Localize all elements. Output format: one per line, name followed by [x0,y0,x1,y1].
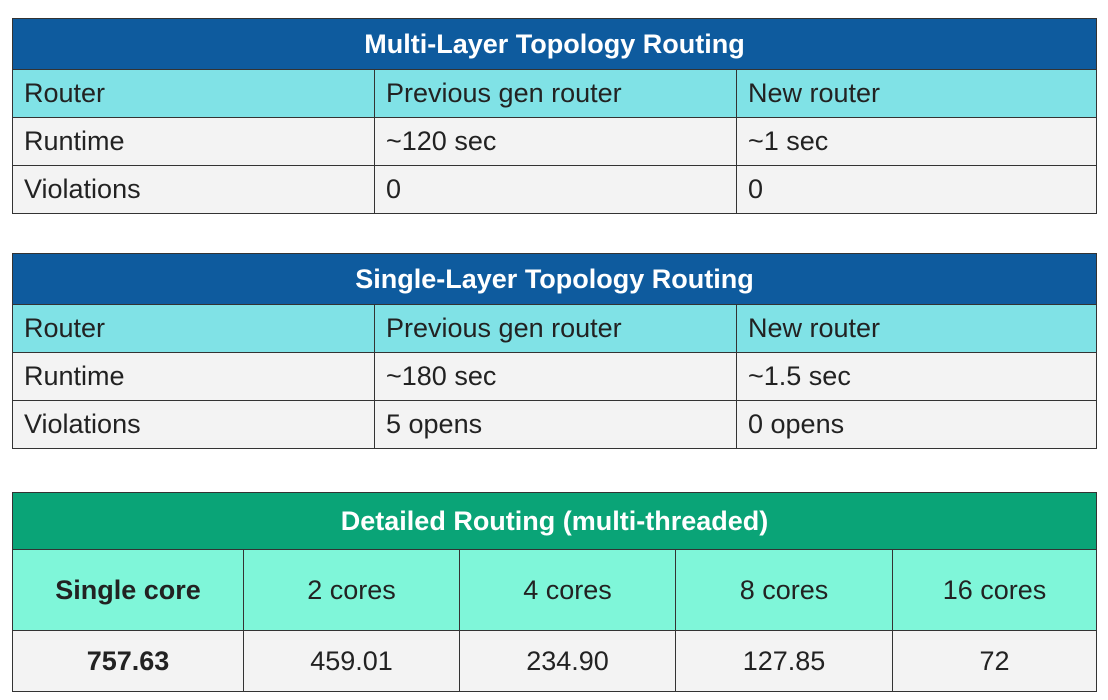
detailed-routing-table: Detailed Routing (multi-threaded) Single… [11,492,1098,692]
table-header-row: Router Previous gen router New router [12,69,1098,118]
row-label: Violations [12,165,375,214]
row-label: Violations [12,400,375,449]
table-row: Runtime ~120 sec ~1 sec [12,117,1098,166]
table-row: Violations 0 0 [12,165,1098,214]
table-cell: ~120 sec [374,117,737,166]
table-title: Multi-Layer Topology Routing [11,18,1098,70]
header-cell: Router [12,304,375,353]
row-label: Runtime [12,117,375,166]
table-cell: 234.90 [459,630,676,692]
header-cell: 2 cores [243,549,460,631]
table-cell: 0 [735,165,1098,214]
row-label: Runtime [12,352,375,401]
table-row: 757.63 459.01 234.90 127.85 72 [12,630,1098,692]
header-cell: Previous gen router [374,304,737,353]
header-cell: Single core [12,549,244,631]
table-cell: ~1.5 sec [735,352,1098,401]
table-cell: 757.63 [12,630,244,692]
table-cell: 459.01 [243,630,460,692]
header-cell: 16 cores [891,549,1098,631]
table-cell: 72 [891,630,1098,692]
table-title: Detailed Routing (multi-threaded) [11,492,1098,550]
table-cell: ~1 sec [735,117,1098,166]
header-cell: New router [735,69,1098,118]
table-header-row: Single core 2 cores 4 cores 8 cores 16 c… [12,549,1098,631]
header-cell: Router [12,69,375,118]
table-cell: 127.85 [675,630,893,692]
table-row: Violations 5 opens 0 opens [12,400,1098,449]
table-cell: 0 [374,165,737,214]
table-header-row: Router Previous gen router New router [12,304,1098,353]
table-cell: 5 opens [374,400,737,449]
table-title: Single-Layer Topology Routing [11,253,1098,305]
header-cell: 4 cores [459,549,676,631]
table-row: Runtime ~180 sec ~1.5 sec [12,352,1098,401]
header-cell: Previous gen router [374,69,737,118]
table-cell: ~180 sec [374,352,737,401]
single-layer-routing-table: Single-Layer Topology Routing Router Pre… [11,253,1098,449]
table-cell: 0 opens [735,400,1098,449]
header-cell: 8 cores [675,549,893,631]
header-cell: New router [735,304,1098,353]
multi-layer-routing-table: Multi-Layer Topology Routing Router Prev… [11,18,1098,214]
